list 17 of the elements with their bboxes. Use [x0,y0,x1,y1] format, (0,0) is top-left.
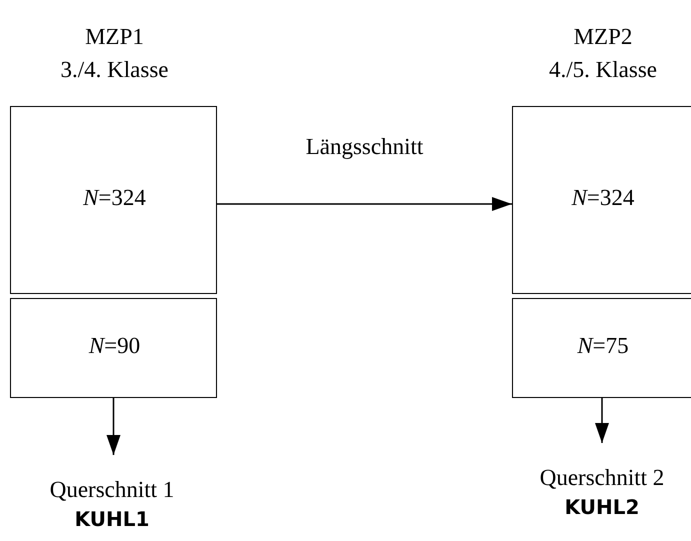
study-name-label: KUHL2 [564,496,640,519]
process-box [512,298,691,398]
arrow [595,398,609,443]
sample-size-label: N=75 [577,333,629,360]
cross-section-label: Querschnitt 2 [540,465,664,492]
grade-label: 3./4. Klasse [60,57,168,84]
grade-label: 4./5. Klasse [549,57,657,84]
sample-size-label: N=324 [572,185,634,212]
study-name-label: KUHL1 [74,508,150,531]
sample-size-label: N=90 [88,333,140,360]
process-box [10,298,217,398]
time-point-heading: MZP2 [574,24,632,50]
arrow [106,398,120,455]
sample-size-label: N=324 [83,185,146,212]
arrow [217,197,512,211]
cross-section-label: Querschnitt 1 [50,477,174,504]
time-point-heading: MZP1 [85,24,144,50]
